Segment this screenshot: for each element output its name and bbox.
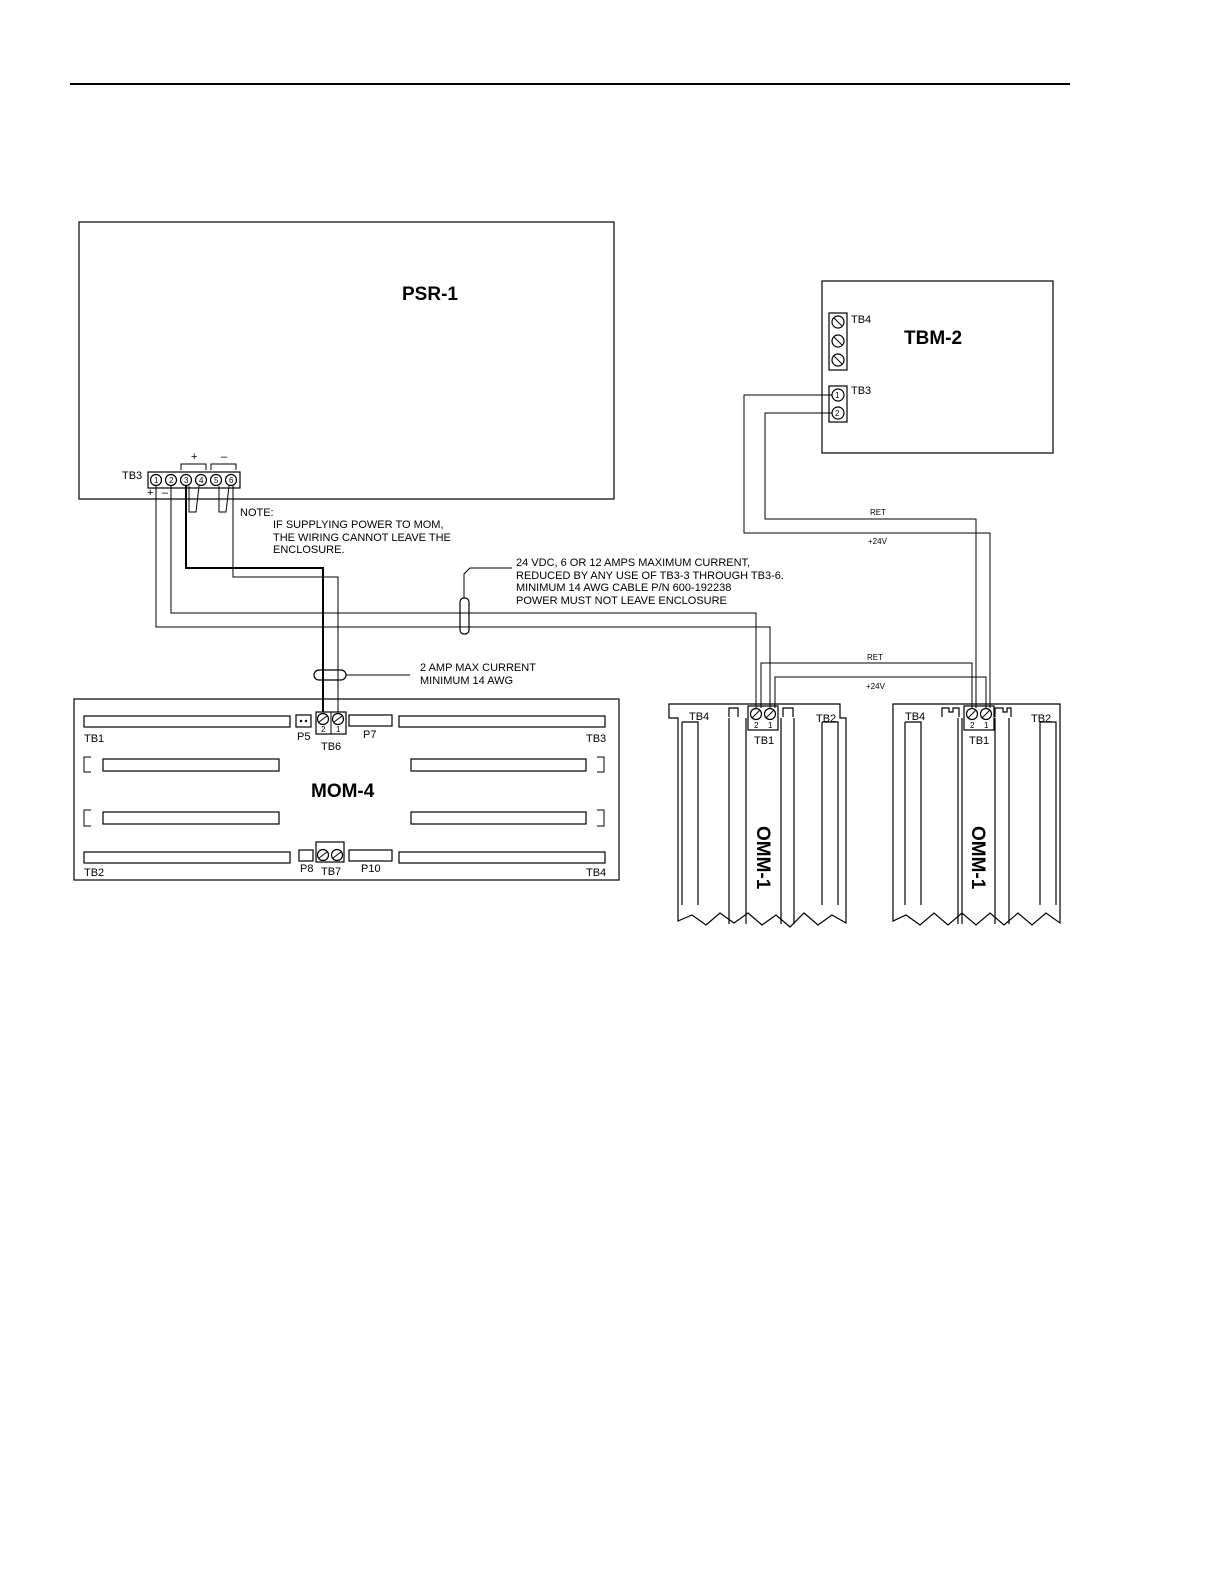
psr-1-module: PSR-1 TB3 1 2 3 4 5 6 + – + – — [78, 221, 615, 513]
mom-p8-label: P8 — [300, 863, 313, 875]
mom-callout: 2 AMP MAX CURRENT MINIMUM 14 AWG — [420, 662, 536, 687]
cable-callout: 24 VDC, 6 OR 12 AMPS MAXIMUM CURRENT, RE… — [516, 557, 784, 607]
omm-left-pin-2: 2 — [754, 721, 759, 730]
cable-line-4: POWER MUST NOT LEAVE ENCLOSURE — [516, 595, 727, 607]
mom-title: MOM-4 — [311, 781, 375, 802]
psr-title: PSR-1 — [402, 284, 458, 305]
tbm-tb3-label: TB3 — [851, 385, 871, 397]
psr-terminal-5: 5 — [214, 476, 219, 485]
omm-left-tb2-label: TB2 — [816, 713, 836, 725]
mom-p7-label: P7 — [363, 729, 376, 741]
mom-tb1-label: TB1 — [84, 733, 104, 745]
cable-line-1: 24 VDC, 6 OR 12 AMPS MAXIMUM CURRENT, — [516, 557, 750, 569]
tbm-title: TBM-2 — [904, 328, 962, 349]
cable-line-3: MINIMUM 14 AWG CABLE P/N 600-192238 — [516, 582, 731, 594]
mom-tb7-label: TB7 — [321, 866, 341, 878]
omm-right-tb4-label: TB4 — [905, 711, 925, 723]
mom-tb6-pin-1: 1 — [336, 725, 341, 734]
tbm-2-module: TBM-2 TB4 TB3 1 2 — [821, 280, 1054, 454]
psr-terminal-6: 6 — [229, 476, 234, 485]
wire-omm-24v — [774, 676, 987, 708]
mom-callout-line-1: 2 AMP MAX CURRENT — [420, 662, 536, 674]
note-line-1: IF SUPPLYING POWER TO MOM, — [273, 519, 444, 531]
label-24v-mid: +24V — [866, 682, 886, 691]
psr-terminal-2: 2 — [169, 476, 174, 485]
wire-omm-ret — [760, 662, 973, 708]
psr-minus-group-label: – — [221, 451, 228, 463]
omm-right-tb2-label: TB2 — [1031, 713, 1051, 725]
psr-terminal-minus: – — [162, 487, 169, 499]
label-24v-top: +24V — [868, 537, 888, 546]
omm-left-tb1-label: TB1 — [754, 735, 774, 747]
wire-tbm-ret — [764, 412, 977, 708]
psr-tb3-label: TB3 — [122, 470, 142, 482]
omm-right-tb1-label: TB1 — [969, 735, 989, 747]
mom-p10-label: P10 — [361, 863, 381, 875]
wire-psr-plus — [155, 486, 771, 708]
psr-terminal-3: 3 — [184, 476, 189, 485]
omm-left-pin-1: 1 — [768, 721, 773, 730]
psr-plus-group-label: + — [191, 451, 197, 463]
note-line-3: ENCLOSURE. — [273, 544, 345, 556]
mom-tb3-label: TB3 — [586, 733, 606, 745]
wire-tbm-24v — [743, 394, 991, 708]
psr-terminal-plus: + — [147, 487, 153, 499]
psr-terminals: 1 2 3 4 5 6 — [149, 473, 238, 487]
tbm-terminal-1: 1 — [835, 391, 840, 400]
omm-1-module-right: TB4 TB2 2 1 TB1 OMM-1 — [892, 703, 1061, 926]
mom-tb6-pin-2: 2 — [321, 725, 326, 734]
mom-tb6-label: TB6 — [321, 741, 341, 753]
tbm-tb4-label: TB4 — [851, 314, 871, 326]
label-ret-mid: RET — [867, 653, 883, 662]
omm-1-module-left: TB4 TB2 2 1 TB1 OMM-1 — [668, 703, 847, 928]
wire-psr-minus — [170, 486, 757, 708]
label-ret-top: RET — [870, 508, 886, 517]
wiring — [155, 394, 991, 712]
psr-terminal-4: 4 — [199, 476, 204, 485]
omm-left-title: OMM-1 — [752, 826, 773, 890]
tbm-terminal-2: 2 — [835, 409, 840, 418]
mom-4-module: MOM-4 TB1 TB3 P5 2 1 TB6 P7 TB2 — [73, 698, 620, 881]
mom-tb2-label: TB2 — [84, 867, 104, 879]
note-line-2: THE WIRING CANNOT LEAVE THE — [273, 532, 451, 544]
psr-terminal-1: 1 — [154, 476, 159, 485]
note-head: NOTE: — [240, 507, 274, 519]
wire-psr-to-mom-minus — [232, 486, 339, 712]
cable-line-2: REDUCED BY ANY USE OF TB3-3 THROUGH TB3-… — [516, 570, 784, 582]
omm-left-tb4-label: TB4 — [689, 711, 709, 723]
mom-p5-label: P5 — [297, 731, 310, 743]
omm-right-title: OMM-1 — [967, 826, 988, 890]
wire-psr-to-mom-plus — [185, 486, 324, 712]
mom-callout-line-2: MINIMUM 14 AWG — [420, 675, 513, 687]
omm-right-pin-1: 1 — [984, 721, 989, 730]
mom-tb4-label: TB4 — [586, 867, 606, 879]
omm-right-pin-2: 2 — [970, 721, 975, 730]
psr-note: NOTE: IF SUPPLYING POWER TO MOM, THE WIR… — [240, 507, 451, 556]
